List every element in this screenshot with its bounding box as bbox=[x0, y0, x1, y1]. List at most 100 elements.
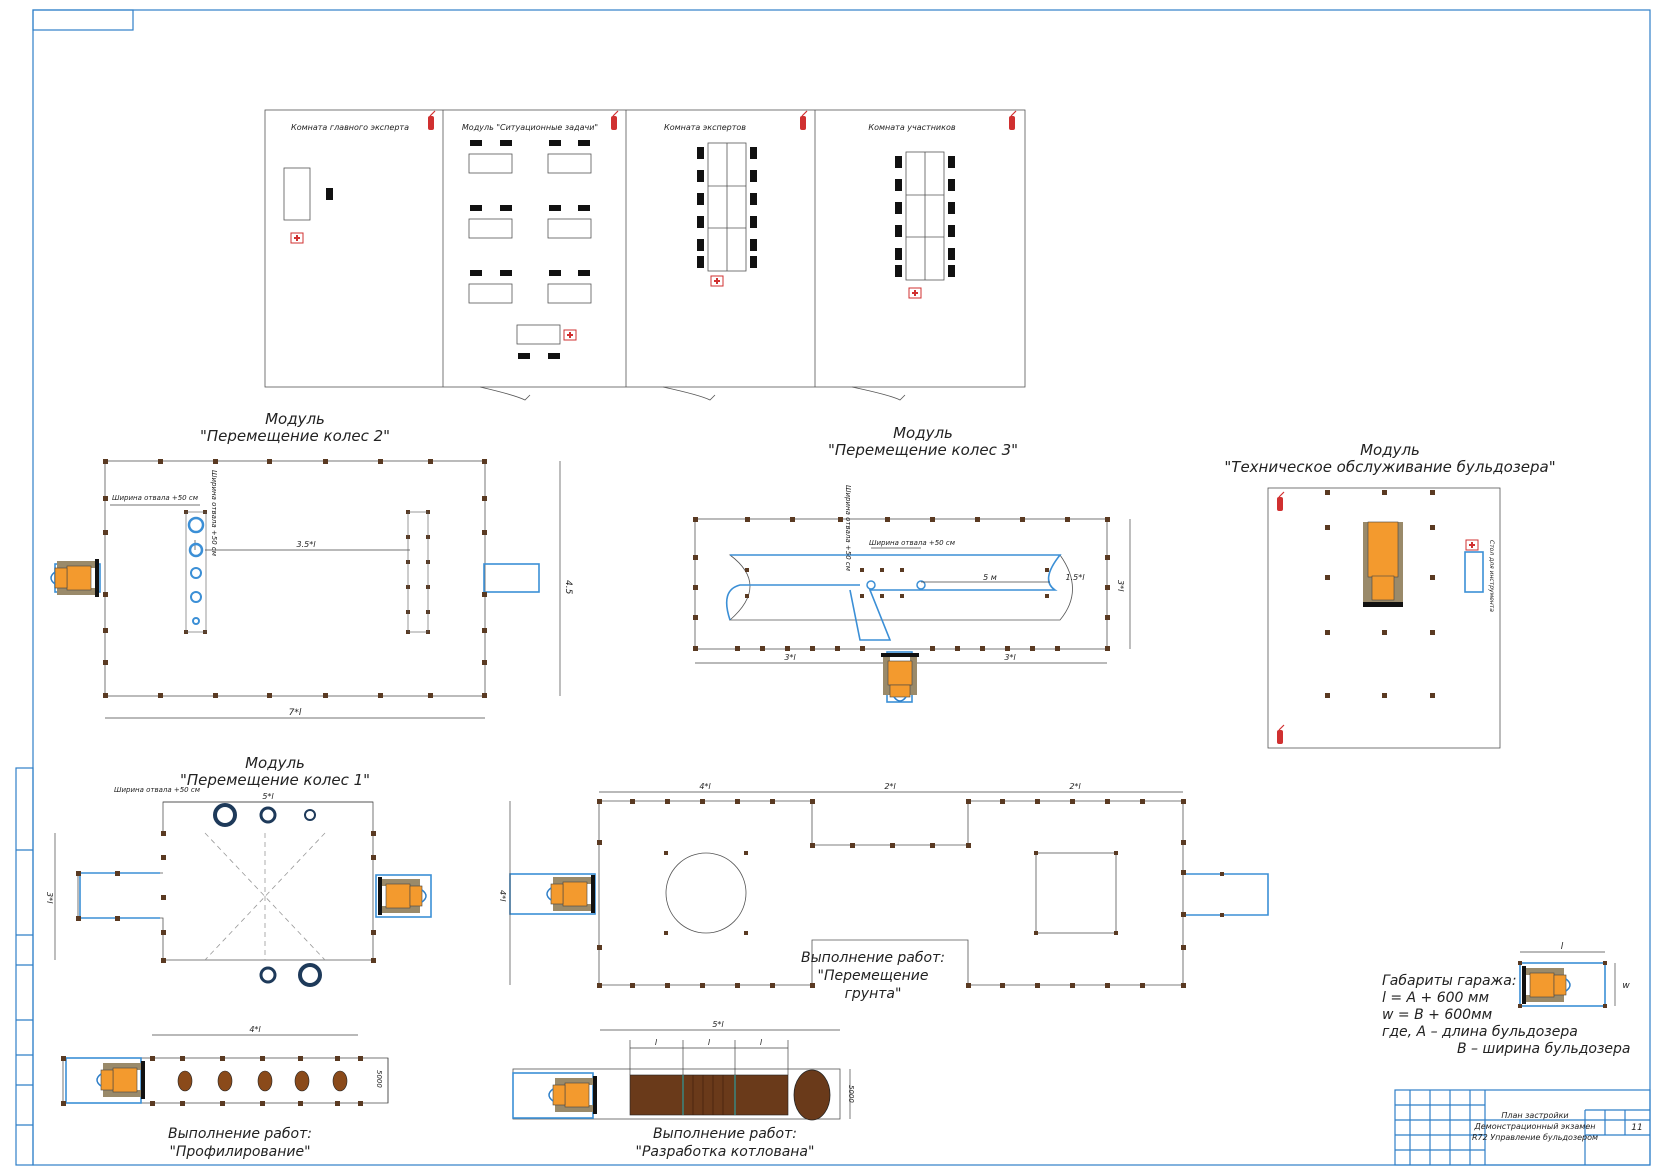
module-wheels-1-title-line2: "Перемещение колес 1" bbox=[180, 771, 370, 789]
rooms-block: Комната главного эксперта Модуль "Ситуац… bbox=[264, 109, 1026, 401]
module-wheels-3-title-line2: "Перемещение колес 3" bbox=[828, 441, 1018, 459]
bulldozer-icon bbox=[549, 1076, 597, 1114]
soil-caption-1: Выполнение работ: bbox=[801, 950, 945, 966]
dim-pit-top: 5*l bbox=[712, 1020, 724, 1029]
fire-extinguisher-icon bbox=[1276, 724, 1285, 745]
blade-width-label: Ширина отвала +50 см bbox=[869, 539, 956, 547]
blade-width-vertical-label: Ширина отвала +50 см bbox=[210, 470, 218, 557]
profiling-caption-2: "Профилирование" bbox=[169, 1144, 310, 1160]
bulldozer-icon bbox=[51, 559, 99, 597]
room-participants-title: Комната участников bbox=[868, 123, 955, 132]
dim-wheels1-side: 3*l bbox=[45, 892, 54, 904]
dim-wheels2-bottom: 7*l bbox=[289, 708, 302, 718]
first-aid-icon bbox=[710, 275, 724, 287]
module-maintenance: Модуль "Техническое обслуживание бульдоз… bbox=[1224, 441, 1556, 749]
bulldozer-icon bbox=[1521, 965, 1571, 1005]
module-wheels-2: Модуль "Перемещение колес 2" 3.5*l Ширин… bbox=[51, 410, 573, 719]
blade-width-vertical-label: Ширина отвала +50 см bbox=[844, 485, 852, 572]
dim-wheels2-side: 4.5 bbox=[563, 580, 573, 595]
profile-mound bbox=[332, 1070, 348, 1092]
bulldozer-icon bbox=[1363, 521, 1403, 607]
module-maintenance-title-line2: "Техническое обслуживание бульдозера" bbox=[1224, 458, 1555, 476]
bulldozer-icon bbox=[97, 1061, 145, 1099]
title-block-title-2: Демонстрационный экзамен bbox=[1474, 1122, 1596, 1131]
title-block-sheet-number: 11 bbox=[1631, 1123, 1642, 1133]
profile-mound bbox=[217, 1070, 233, 1092]
wheel-icon bbox=[213, 803, 237, 827]
blade-width-label: Ширина отвала +50 см bbox=[112, 494, 199, 502]
dim-wheels3-right: 3*l bbox=[1004, 653, 1016, 662]
bulldozer-icon bbox=[547, 875, 595, 913]
garage-formula-w: w = B + 600мм bbox=[1382, 1007, 1493, 1023]
dim-pit-l1: l bbox=[655, 1038, 658, 1047]
profile-mound bbox=[257, 1070, 273, 1092]
first-aid-icon bbox=[1465, 539, 1479, 551]
bulldozer-icon bbox=[377, 876, 427, 916]
first-aid-icon bbox=[563, 329, 577, 341]
garage-note: Габариты гаража: l = A + 600 мм w = B + … bbox=[1382, 942, 1630, 1057]
room-chief-expert-title: Комната главного эксперта bbox=[291, 123, 409, 132]
fire-extinguisher-icon bbox=[427, 110, 436, 131]
dim-pit-l2: l bbox=[708, 1038, 711, 1047]
room-situational-title: Модуль "Ситуационные задачи" bbox=[462, 123, 598, 132]
module-wheels-3: Модуль "Перемещение колес 3" Ширина отва… bbox=[693, 424, 1131, 703]
soil-caption-3: грунта" bbox=[845, 986, 902, 1002]
soil-caption-2: "Перемещение bbox=[818, 968, 929, 984]
module-wheels-2-title-line1: Модуль bbox=[265, 410, 325, 428]
module-soil: 4*l 2*l 2*l 4*l Выполнение работ: "Перем… bbox=[498, 782, 1269, 1002]
garage-where-a: где, A – длина бульдозера bbox=[1382, 1024, 1578, 1040]
wheel-icon bbox=[259, 806, 277, 824]
blade-width-label: Ширина отвала +50 см bbox=[114, 786, 201, 794]
module-pit: 5*l l l l 5000 Выполнение работ: "Разраб… bbox=[512, 1020, 855, 1160]
room-experts-title: Комната экспертов bbox=[664, 123, 746, 132]
dim-profiling-top: 4*l bbox=[249, 1025, 261, 1034]
dim-wheels3-side: 3*l bbox=[1116, 580, 1125, 592]
fire-extinguisher-icon bbox=[799, 110, 808, 131]
dim-pit-l3: l bbox=[760, 1038, 763, 1047]
module-wheels-3-title-line1: Модуль bbox=[893, 424, 953, 442]
garage-dim-w: w bbox=[1622, 981, 1630, 991]
dim-profiling-side: 5000 bbox=[375, 1070, 383, 1088]
fire-extinguisher-icon bbox=[610, 110, 619, 131]
dim-soil-a: 4*l bbox=[699, 782, 711, 791]
tool-table-label: Стол для инструмента bbox=[1488, 540, 1495, 612]
dim-wheels3-15: 1.5*l bbox=[1066, 573, 1086, 582]
wheel-icon bbox=[304, 809, 316, 821]
dim-soil-side: 4*l bbox=[498, 890, 507, 902]
title-block: План застройки Демонстрационный экзамен … bbox=[1394, 1089, 1651, 1166]
dim-wheels3-5m: 5 м bbox=[983, 573, 997, 582]
dim-wheels1-top: 5*l bbox=[262, 792, 274, 801]
first-aid-icon bbox=[290, 232, 304, 244]
fire-extinguisher-icon bbox=[1008, 110, 1017, 131]
module-profiling: 4*l 5000 Выполнение работ: "Профилирован… bbox=[61, 1025, 389, 1160]
module-wheels-1-title-line1: Модуль bbox=[245, 754, 305, 772]
sheet-frame bbox=[15, 9, 1651, 1166]
dim-wheels2-inner: 3.5*l bbox=[297, 540, 317, 549]
title-block-title-1: План застройки bbox=[1501, 1111, 1568, 1120]
garage-where-b: B – ширина бульдозера bbox=[1457, 1041, 1630, 1057]
garage-title: Габариты гаража: bbox=[1382, 973, 1517, 989]
title-block-title-3: R72 Управление бульдозером bbox=[1472, 1133, 1598, 1142]
wheel-icon bbox=[259, 966, 277, 984]
pit-caption-1: Выполнение работ: bbox=[653, 1126, 797, 1142]
module-maintenance-title-line1: Модуль bbox=[1360, 441, 1420, 459]
pit-excavation bbox=[629, 1074, 789, 1116]
dim-pit-side: 5000 bbox=[847, 1085, 855, 1103]
module-wheels-1: Модуль "Перемещение колес 1" Ширина отва… bbox=[45, 754, 432, 987]
dim-soil-c: 2*l bbox=[1069, 782, 1081, 791]
dim-wheels3-left: 3*l bbox=[784, 653, 796, 662]
fire-extinguisher-icon bbox=[1276, 491, 1285, 512]
profiling-caption-1: Выполнение работ: bbox=[168, 1126, 312, 1142]
wheel-icon bbox=[298, 963, 322, 987]
profile-mound bbox=[177, 1070, 193, 1092]
situational-desks bbox=[470, 140, 590, 359]
dim-soil-b: 2*l bbox=[884, 782, 896, 791]
bulldozer-icon bbox=[880, 652, 920, 702]
garage-dim-l: l bbox=[1561, 942, 1564, 952]
first-aid-icon bbox=[908, 287, 922, 299]
module-wheels-2-title-line2: "Перемещение колес 2" bbox=[200, 427, 390, 445]
pit-caption-2: "Разработка котлована" bbox=[636, 1144, 815, 1160]
garage-formula-l: l = A + 600 мм bbox=[1382, 990, 1489, 1006]
profile-mound bbox=[294, 1070, 310, 1092]
